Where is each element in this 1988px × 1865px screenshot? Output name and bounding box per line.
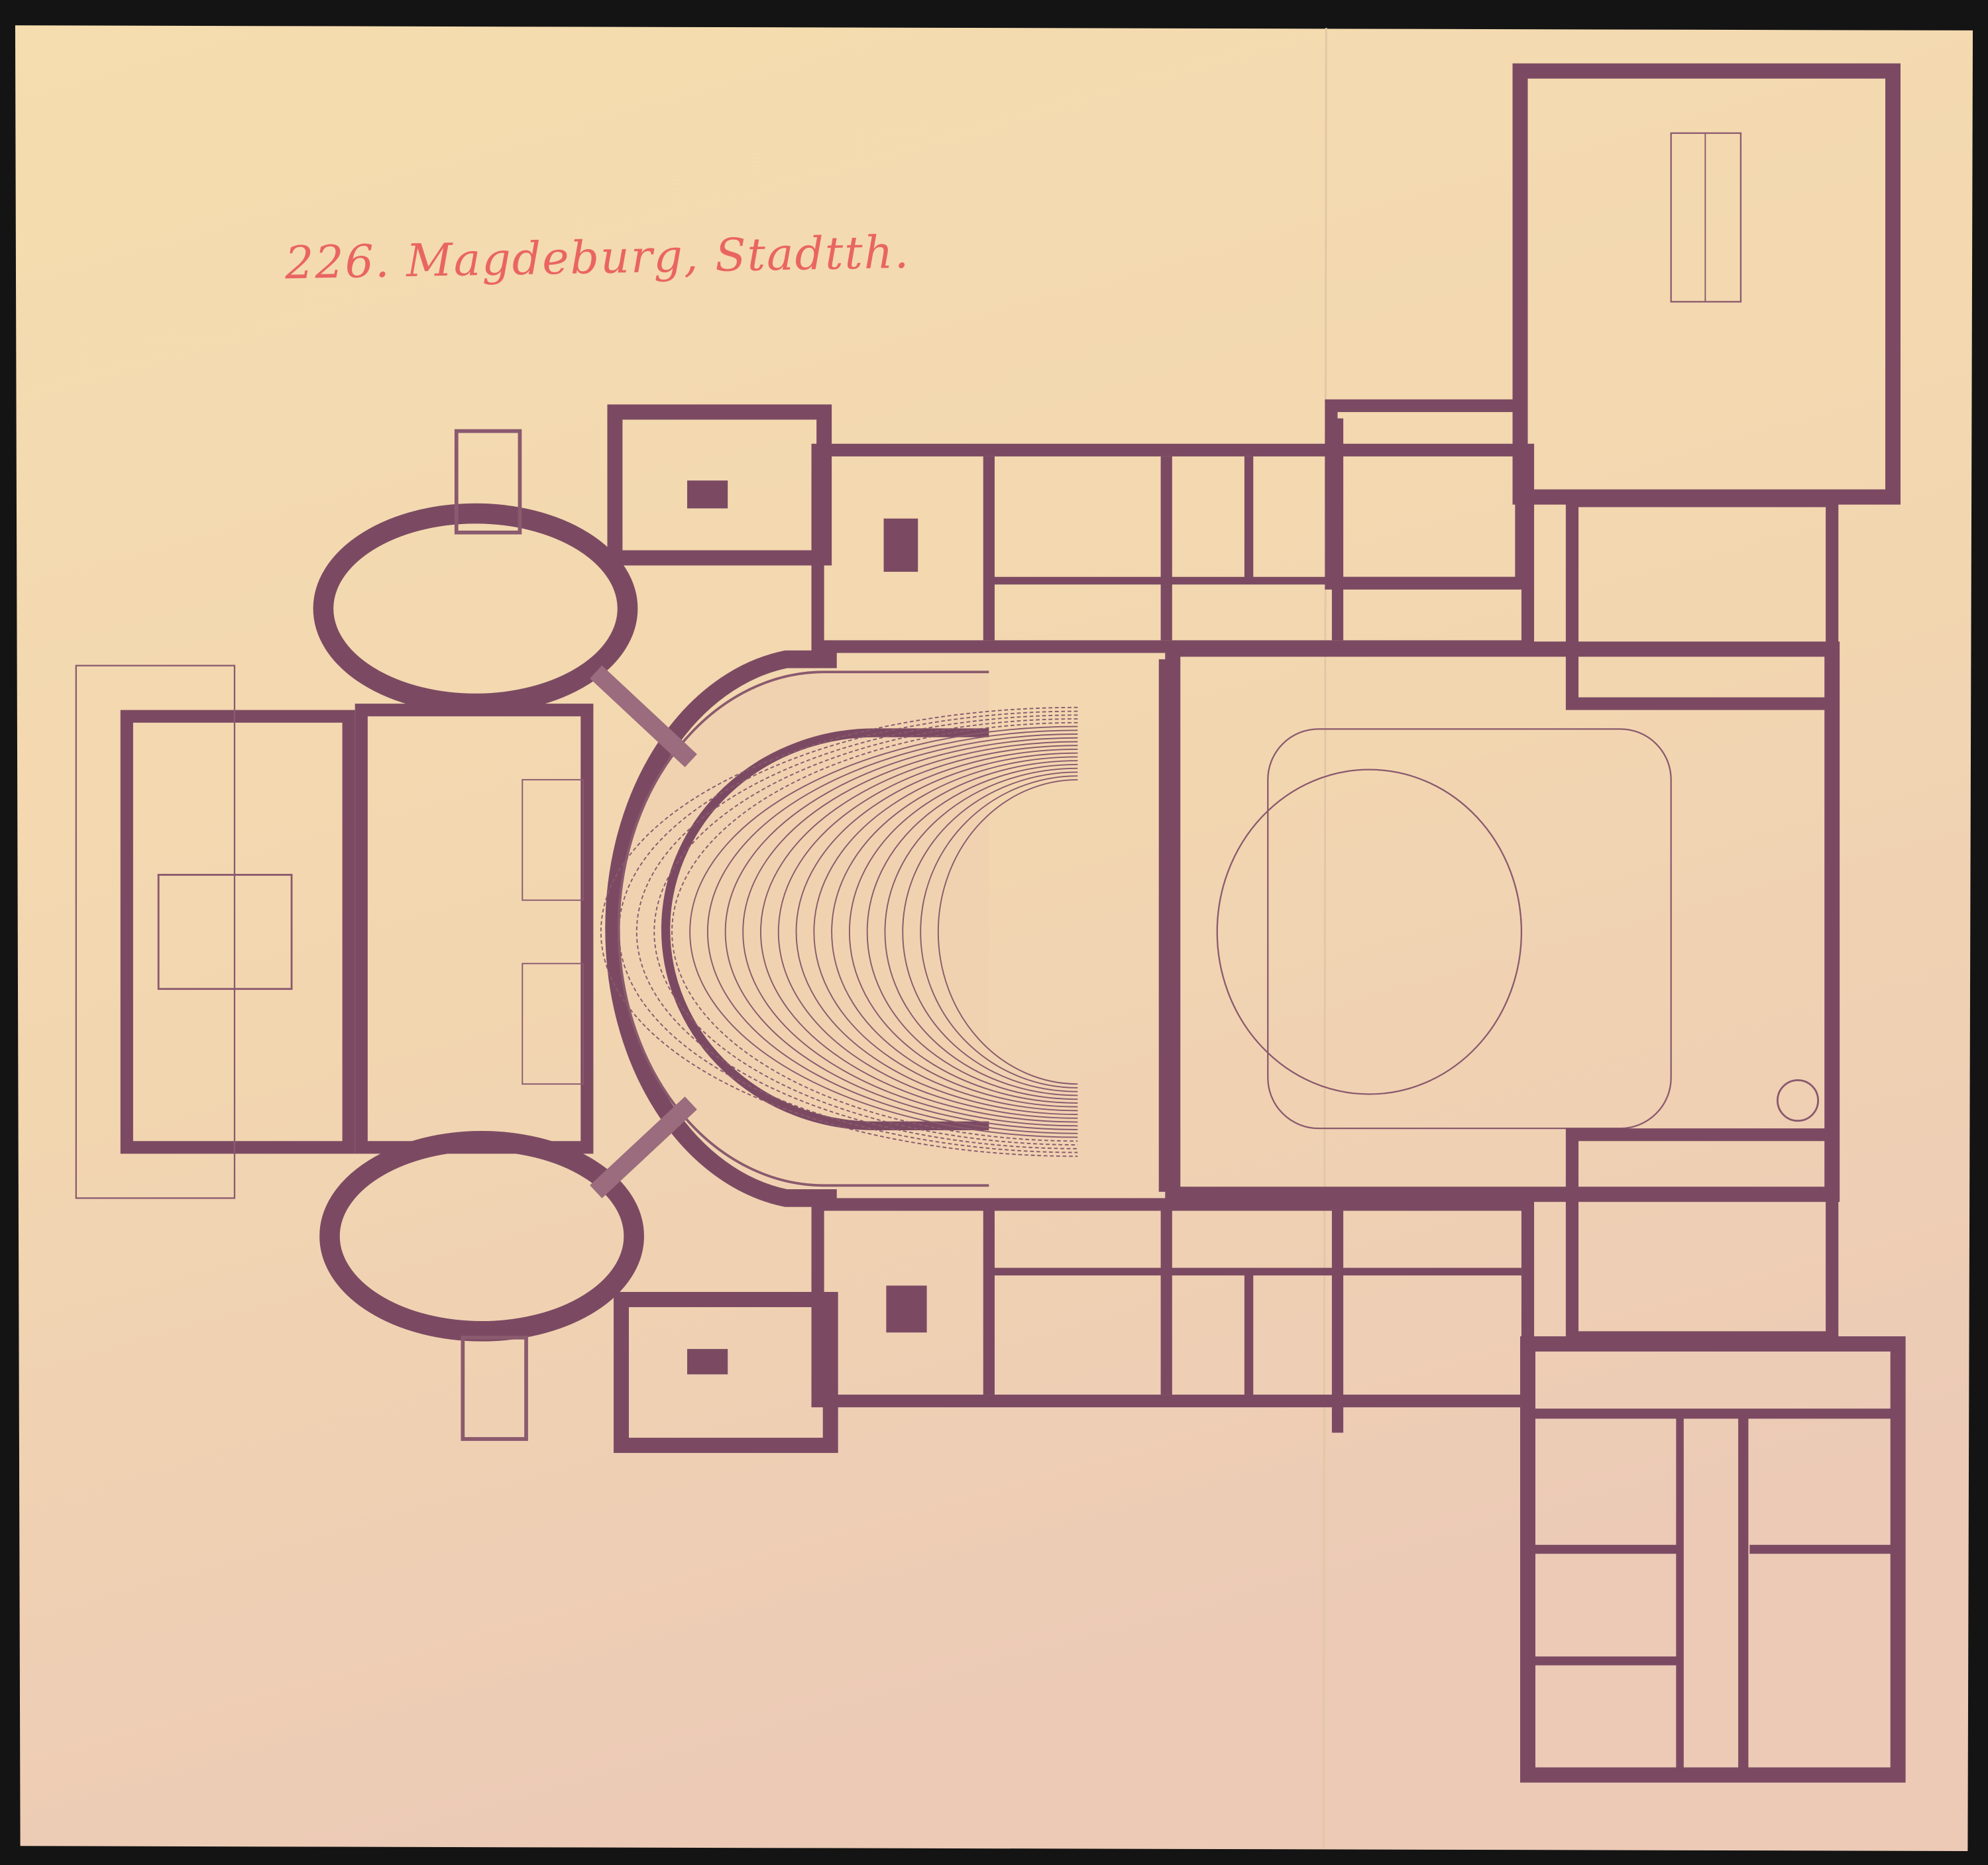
seat-row (618, 710, 1078, 1153)
seat-row (742, 737, 1078, 1127)
seat-row (671, 721, 1078, 1142)
seat-row (724, 733, 1078, 1131)
left-wing (120, 710, 355, 1154)
auditorium-outer-wall (605, 650, 837, 1207)
spiral-stair (1776, 1079, 1820, 1122)
walls (75, 63, 1906, 1783)
seat-row (831, 756, 1078, 1108)
seat-row (600, 706, 1078, 1157)
seat-row (884, 767, 1078, 1096)
seat-row (902, 771, 1078, 1092)
seat-row (689, 725, 1078, 1138)
seating-rows (600, 706, 1078, 1157)
seat-row (653, 718, 1078, 1146)
seat-row (813, 752, 1078, 1112)
handwritten-annotation: 226. Magdeburg, Stadtth. (284, 226, 911, 290)
seat-row (848, 760, 1078, 1104)
seat-row (937, 778, 1078, 1085)
auditorium-inner-wall (661, 728, 989, 1131)
seat-row (866, 763, 1078, 1100)
upper-oval-foyer (313, 503, 638, 714)
revolving-stage (1216, 769, 1523, 1095)
seat-row (760, 741, 1078, 1123)
seat-row (920, 775, 1078, 1089)
seat-row (706, 729, 1078, 1134)
seat-row (777, 745, 1078, 1119)
stage-outline (1267, 728, 1672, 1130)
lower-oval-foyer (319, 1130, 644, 1342)
seat-row (795, 749, 1078, 1116)
fold-line (1323, 28, 1327, 1849)
